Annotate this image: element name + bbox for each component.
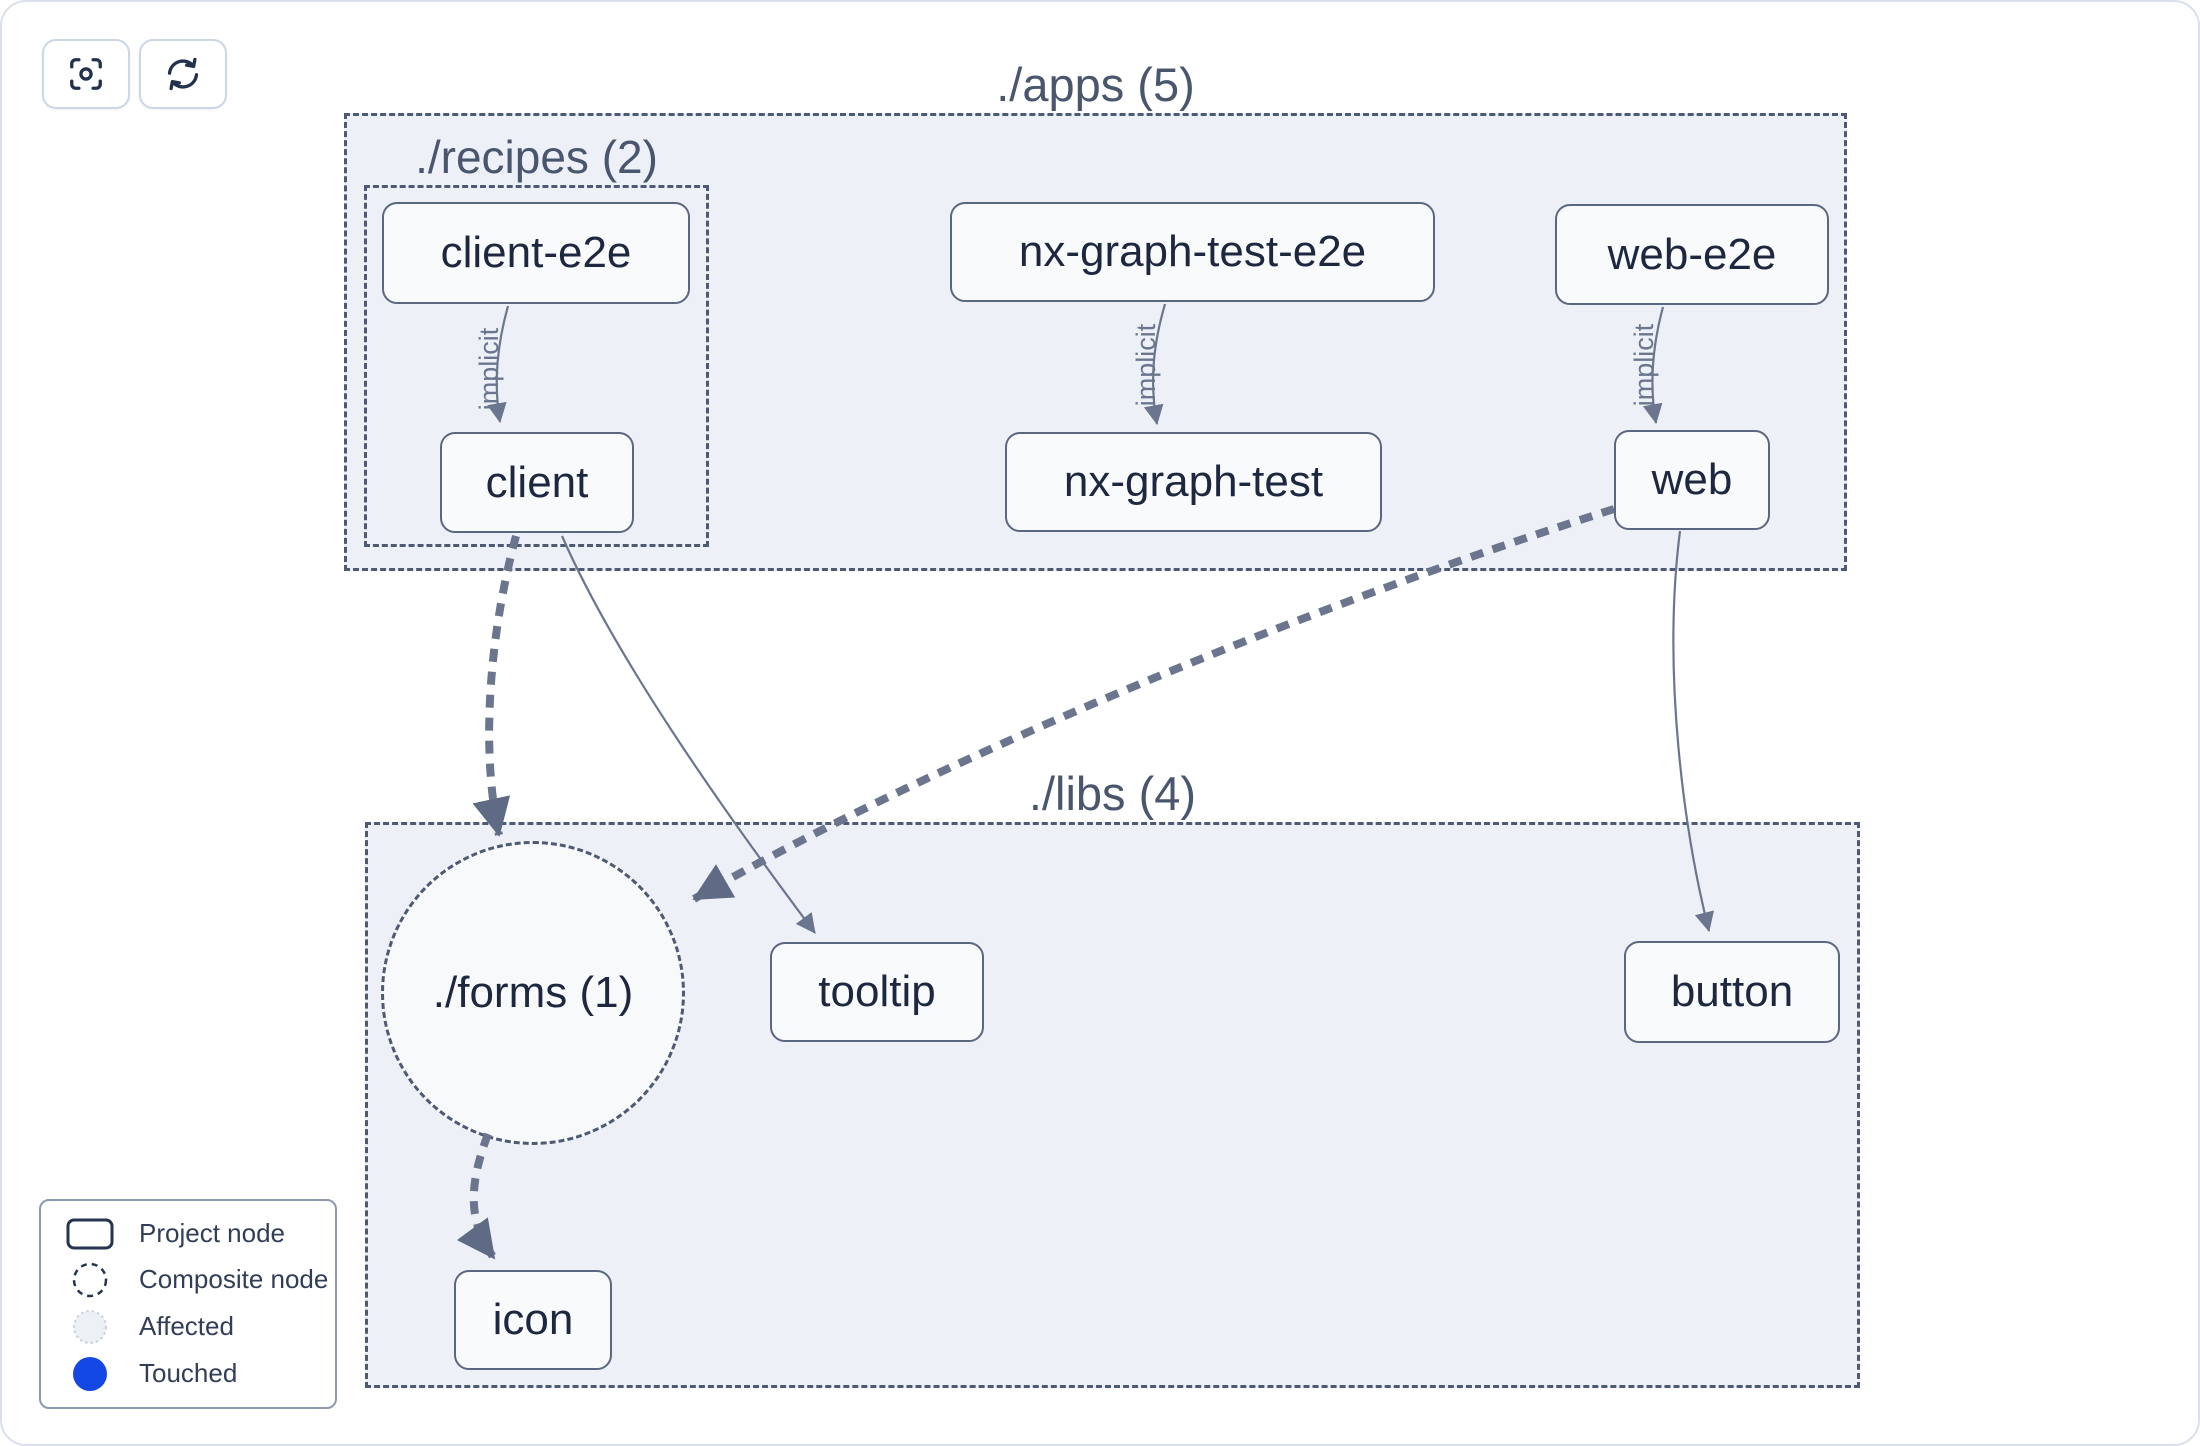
node-nx-graph-test[interactable]: nx-graph-test bbox=[1005, 432, 1382, 532]
node-icon[interactable]: icon bbox=[454, 1270, 612, 1370]
legend-item-project-node: Project node bbox=[41, 1215, 335, 1253]
node-web[interactable]: web bbox=[1614, 430, 1770, 530]
composite-node-forms[interactable]: ./forms (1) bbox=[381, 841, 685, 1145]
group-recipes-title[interactable]: ./recipes (2) bbox=[415, 131, 658, 183]
group-apps-title[interactable]: ./apps (5) bbox=[996, 58, 1195, 111]
focus-icon bbox=[70, 58, 102, 90]
legend-label: Touched bbox=[139, 1358, 238, 1388]
touched-icon bbox=[73, 1356, 107, 1391]
refresh-icon bbox=[167, 57, 199, 91]
legend-label: Composite node bbox=[139, 1264, 329, 1294]
group-recipes: ./recipes (2) bbox=[364, 132, 709, 547]
legend-label: Affected bbox=[139, 1311, 234, 1341]
node-tooltip[interactable]: tooltip bbox=[770, 942, 984, 1042]
affected-icon bbox=[73, 1309, 107, 1344]
node-nx-graph-test-e2e[interactable]: nx-graph-test-e2e bbox=[950, 202, 1435, 302]
project-node-icon bbox=[66, 1218, 114, 1249]
legend-item-composite-node: Composite node bbox=[41, 1260, 335, 1300]
group-libs-title[interactable]: ./libs (4) bbox=[1028, 767, 1197, 820]
node-client-e2e[interactable]: client-e2e bbox=[382, 202, 690, 304]
node-client[interactable]: client bbox=[440, 432, 634, 533]
refresh-graph-button[interactable] bbox=[139, 39, 227, 109]
focus-graph-button[interactable] bbox=[42, 39, 130, 109]
node-web-e2e[interactable]: web-e2e bbox=[1555, 204, 1829, 305]
composite-node-icon bbox=[72, 1262, 108, 1297]
legend-item-touched: Touched bbox=[41, 1354, 335, 1394]
node-button[interactable]: button bbox=[1624, 941, 1840, 1043]
legend-panel: Project node Composite node Affected bbox=[39, 1199, 337, 1409]
legend-item-affected: Affected bbox=[41, 1307, 335, 1347]
legend-label: Project node bbox=[139, 1218, 285, 1248]
